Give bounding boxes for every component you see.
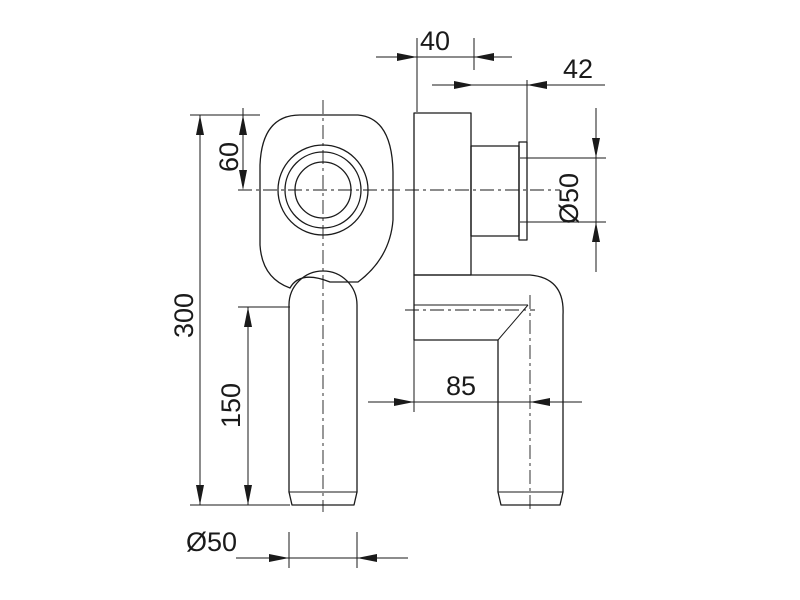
- side-bend-outline: [413, 274, 564, 493]
- dim-150-text: 150: [216, 383, 246, 428]
- dim-40-text: 40: [420, 26, 450, 56]
- dim-300: 300: [169, 114, 290, 506]
- dim-85: 85: [368, 340, 582, 412]
- side-spigot-rim: [518, 141, 528, 241]
- front-view: [238, 100, 400, 512]
- dim-pipe-diameter-text: Ø50: [186, 527, 237, 557]
- side-spigot: [470, 145, 520, 237]
- dim-outlet-diameter: Ø50: [520, 108, 606, 272]
- dim-85-text: 85: [446, 371, 476, 401]
- dim-60: 60: [214, 108, 247, 190]
- side-pipe-bottom: [497, 491, 564, 506]
- dim-300-text: 300: [169, 293, 199, 338]
- dim-150: 150: [216, 306, 290, 505]
- side-view: [405, 112, 564, 512]
- dim-60-text: 60: [214, 142, 244, 172]
- side-bend-diagonal: [497, 304, 529, 341]
- front-body-outline: [259, 114, 394, 289]
- dim-outlet-diameter-text: Ø50: [554, 173, 584, 224]
- dim-42-text: 42: [563, 54, 593, 84]
- side-plate: [413, 112, 472, 276]
- dim-40: 40: [376, 26, 512, 112]
- dim-42: 42: [432, 54, 605, 142]
- dim-pipe-diameter: Ø50: [186, 527, 408, 568]
